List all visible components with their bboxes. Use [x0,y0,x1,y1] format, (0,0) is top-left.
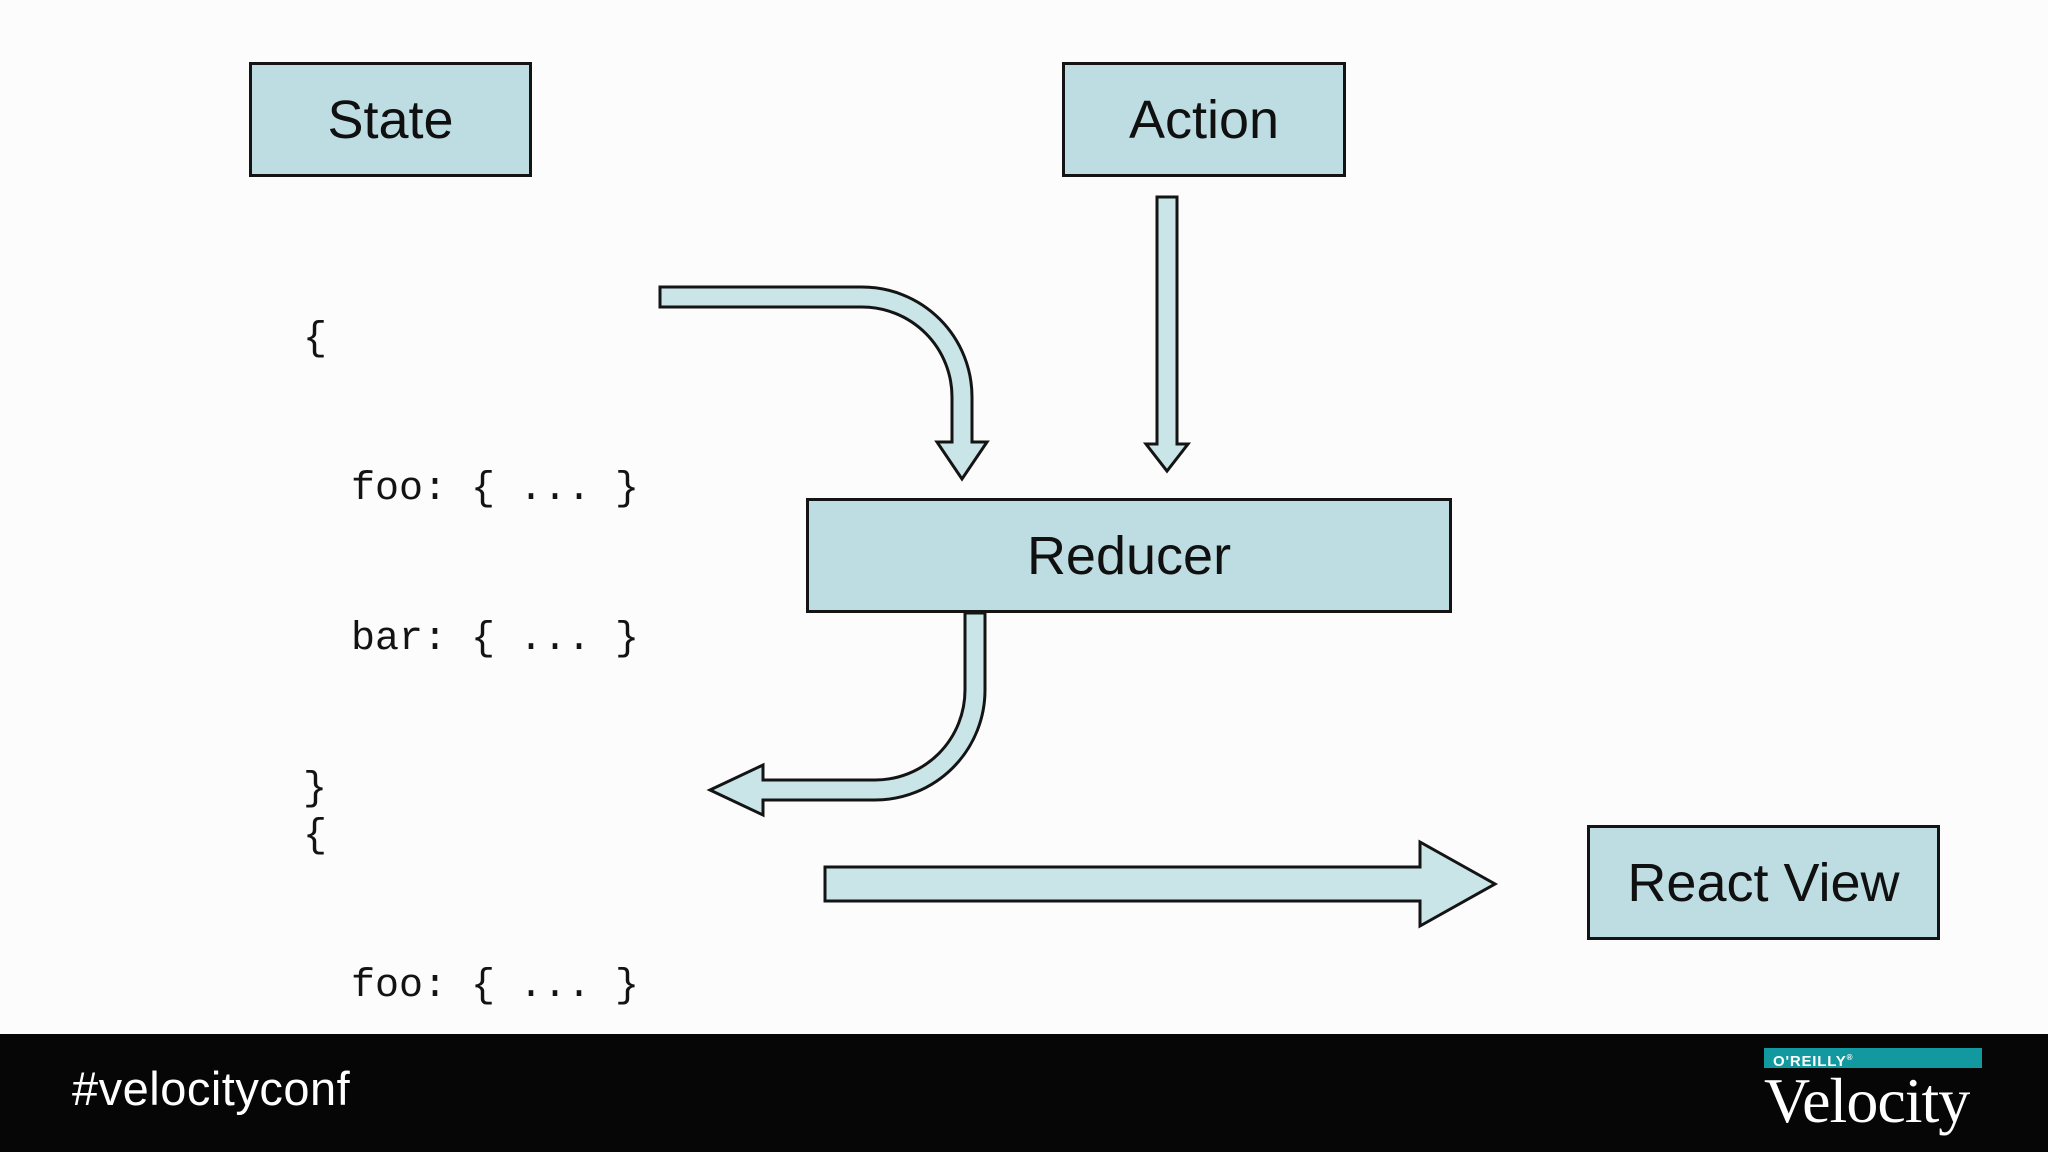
react-view-box: React View [1587,825,1940,940]
registered-mark: ® [1846,1053,1853,1062]
action-box: Action [1062,62,1346,177]
reducer-box-label: Reducer [1026,525,1232,586]
code-line: foo: { ... } [303,467,640,512]
action-box-label: Action [1128,89,1280,150]
oreilly-brand-text: O'REILLY [1773,1053,1847,1070]
reducer-box: Reducer [806,498,1452,613]
velocity-logo-text: Velocity [1764,1065,1970,1136]
state-to-reducer-arrow [658,285,990,482]
code-line: bar: { ... } [303,617,640,662]
hashtag-text: #velocityconf [72,1062,351,1115]
state-tree-code-top: { foo: { ... } bar: { ... } } [303,215,639,915]
react-view-box-label: React View [1627,852,1900,913]
flow-diagram [658,195,1499,929]
code-line: foo: { ... } [303,964,640,1009]
action-to-reducer-arrow [1142,195,1192,474]
footer-bar [0,1034,2048,1152]
code-line: { [303,814,328,859]
oreilly-velocity-logo: O'REILLY® Velocity [1764,1048,1984,1133]
code-line: } [303,767,328,812]
reducer-to-state-arrow [706,611,987,818]
state-box: State [249,62,532,177]
oreilly-logo-bar: O'REILLY® [1764,1048,1982,1070]
state-box-label: State [327,89,454,150]
state-to-react-view-arrow [823,839,1499,929]
code-line: { [303,317,328,362]
